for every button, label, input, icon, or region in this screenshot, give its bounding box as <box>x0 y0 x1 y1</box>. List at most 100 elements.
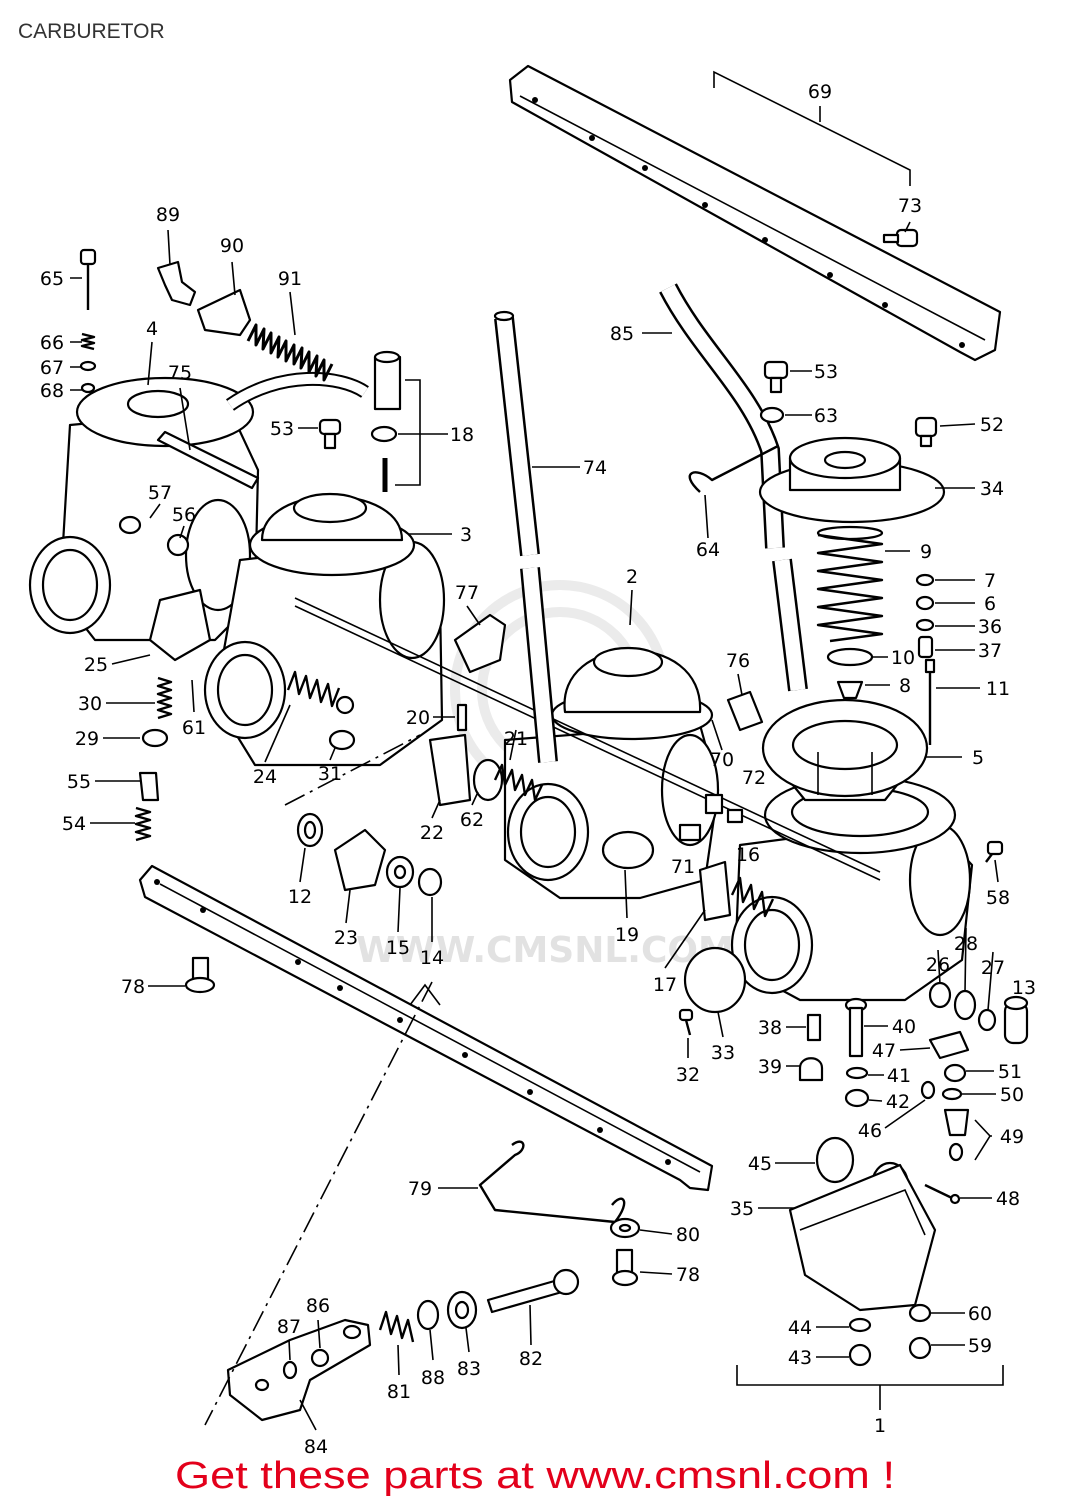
callout-29: 29 <box>75 728 99 750</box>
callout-37: 37 <box>978 640 1002 662</box>
spring-91 <box>246 323 334 382</box>
callout-66: 66 <box>40 332 64 354</box>
part-62 <box>472 758 504 802</box>
spring-16-part-17 <box>698 860 775 922</box>
callout-27: 27 <box>981 957 1005 979</box>
callout-33: 33 <box>711 1042 735 1064</box>
callout-19: 19 <box>615 924 639 946</box>
callout-17: 17 <box>653 974 677 996</box>
callout-84: 84 <box>304 1436 328 1458</box>
callout-76: 76 <box>726 650 750 672</box>
callout-25: 25 <box>84 654 108 676</box>
callout-14: 14 <box>420 947 444 969</box>
callout-46: 46 <box>858 1120 882 1142</box>
needle-parts <box>826 573 936 745</box>
callout-86: 86 <box>306 1295 330 1317</box>
spring-24-screw-31 <box>286 670 356 751</box>
washers-83-88 <box>416 1290 478 1331</box>
callout-4: 4 <box>146 318 158 340</box>
bracket-84 <box>226 1318 372 1422</box>
callout-24: 24 <box>253 766 277 788</box>
callout-68: 68 <box>40 380 64 402</box>
callout-52: 52 <box>980 414 1004 436</box>
callout-42: 42 <box>886 1091 910 1113</box>
callout-82: 82 <box>519 1348 543 1370</box>
callout-39: 39 <box>758 1056 782 1078</box>
callout-11: 11 <box>986 678 1010 700</box>
callout-61: 61 <box>182 717 206 739</box>
spacer-18 <box>370 350 421 492</box>
callout-2: 2 <box>626 566 638 588</box>
top-cap-34 <box>758 436 946 524</box>
dash-line-mark <box>409 983 441 1006</box>
screw-58 <box>985 840 1004 863</box>
callout-43: 43 <box>788 1347 812 1369</box>
pin-20 <box>456 703 468 732</box>
callout-23: 23 <box>334 927 358 949</box>
callout-54: 54 <box>62 813 86 835</box>
callout-35: 35 <box>730 1198 754 1220</box>
clip-23 <box>333 828 387 892</box>
rod-75 <box>156 430 260 490</box>
screw-82 <box>486 1268 580 1314</box>
hose-85 <box>659 283 808 692</box>
callout-12: 12 <box>288 886 312 908</box>
callout-45: 45 <box>748 1153 772 1175</box>
callout-44: 44 <box>788 1317 812 1339</box>
washer-80-screw-78 <box>609 1217 641 1287</box>
bracket-1 <box>736 1365 1004 1386</box>
callout-56: 56 <box>172 504 196 526</box>
callout-22: 22 <box>420 822 444 844</box>
callout-21: 21 <box>504 728 528 750</box>
parts-19-71 <box>601 823 702 870</box>
bolt-40 <box>844 997 868 1058</box>
drain-parts-43-44-59-60 <box>848 1303 932 1367</box>
nut-14 <box>417 867 443 897</box>
callout-91: 91 <box>278 268 302 290</box>
parts-38-39 <box>798 1013 824 1082</box>
callout-80: 80 <box>676 1224 700 1246</box>
wire-spring-79 <box>478 1140 626 1224</box>
callout-28: 28 <box>954 933 978 955</box>
callout-labels: 69 73 89 90 65 91 85 4 66 67 68 75 53 63… <box>40 81 1036 1458</box>
callout-87: 87 <box>277 1316 301 1338</box>
callout-53: 53 <box>270 418 294 440</box>
callout-9: 9 <box>920 541 932 563</box>
idle-screw-65 <box>79 248 97 394</box>
callout-65: 65 <box>40 268 64 290</box>
footer-link-text[interactable]: Get these parts at www.cmsnl.com ! <box>175 1455 895 1497</box>
callout-7: 7 <box>984 570 996 592</box>
callout-40: 40 <box>892 1016 916 1038</box>
callout-59: 59 <box>968 1335 992 1357</box>
callout-5: 5 <box>972 747 984 769</box>
bracket-89 <box>156 260 197 307</box>
parts-46-49-50-51 <box>920 1063 992 1162</box>
callout-31: 31 <box>318 763 342 785</box>
callout-71: 71 <box>671 856 695 878</box>
callout-49: 49 <box>1000 1126 1024 1148</box>
cap-76 <box>726 690 764 732</box>
ring-12 <box>296 812 324 848</box>
bracket-47 <box>928 1030 970 1060</box>
page-title: CARBURETOR <box>18 20 165 43</box>
carburetor-3-body <box>203 492 446 767</box>
watermark-text: WWW.CMSNL.COM <box>356 930 734 971</box>
holder-22 <box>428 733 472 807</box>
callout-88: 88 <box>421 1367 445 1389</box>
hose-74 <box>493 310 558 763</box>
callout-1: 1 <box>874 1415 886 1437</box>
callout-70: 70 <box>710 749 734 771</box>
callout-15: 15 <box>386 937 410 959</box>
callout-69: 69 <box>808 81 832 103</box>
callout-57: 57 <box>148 482 172 504</box>
callout-77: 77 <box>455 582 479 604</box>
callout-48: 48 <box>996 1188 1020 1210</box>
linkage-25-61 <box>148 588 212 662</box>
callout-75: 75 <box>168 362 192 384</box>
callout-58: 58 <box>986 887 1010 909</box>
callout-62: 62 <box>460 809 484 831</box>
callout-30: 30 <box>78 693 102 715</box>
fitting-77 <box>453 613 507 674</box>
screw-78-left <box>184 956 216 994</box>
